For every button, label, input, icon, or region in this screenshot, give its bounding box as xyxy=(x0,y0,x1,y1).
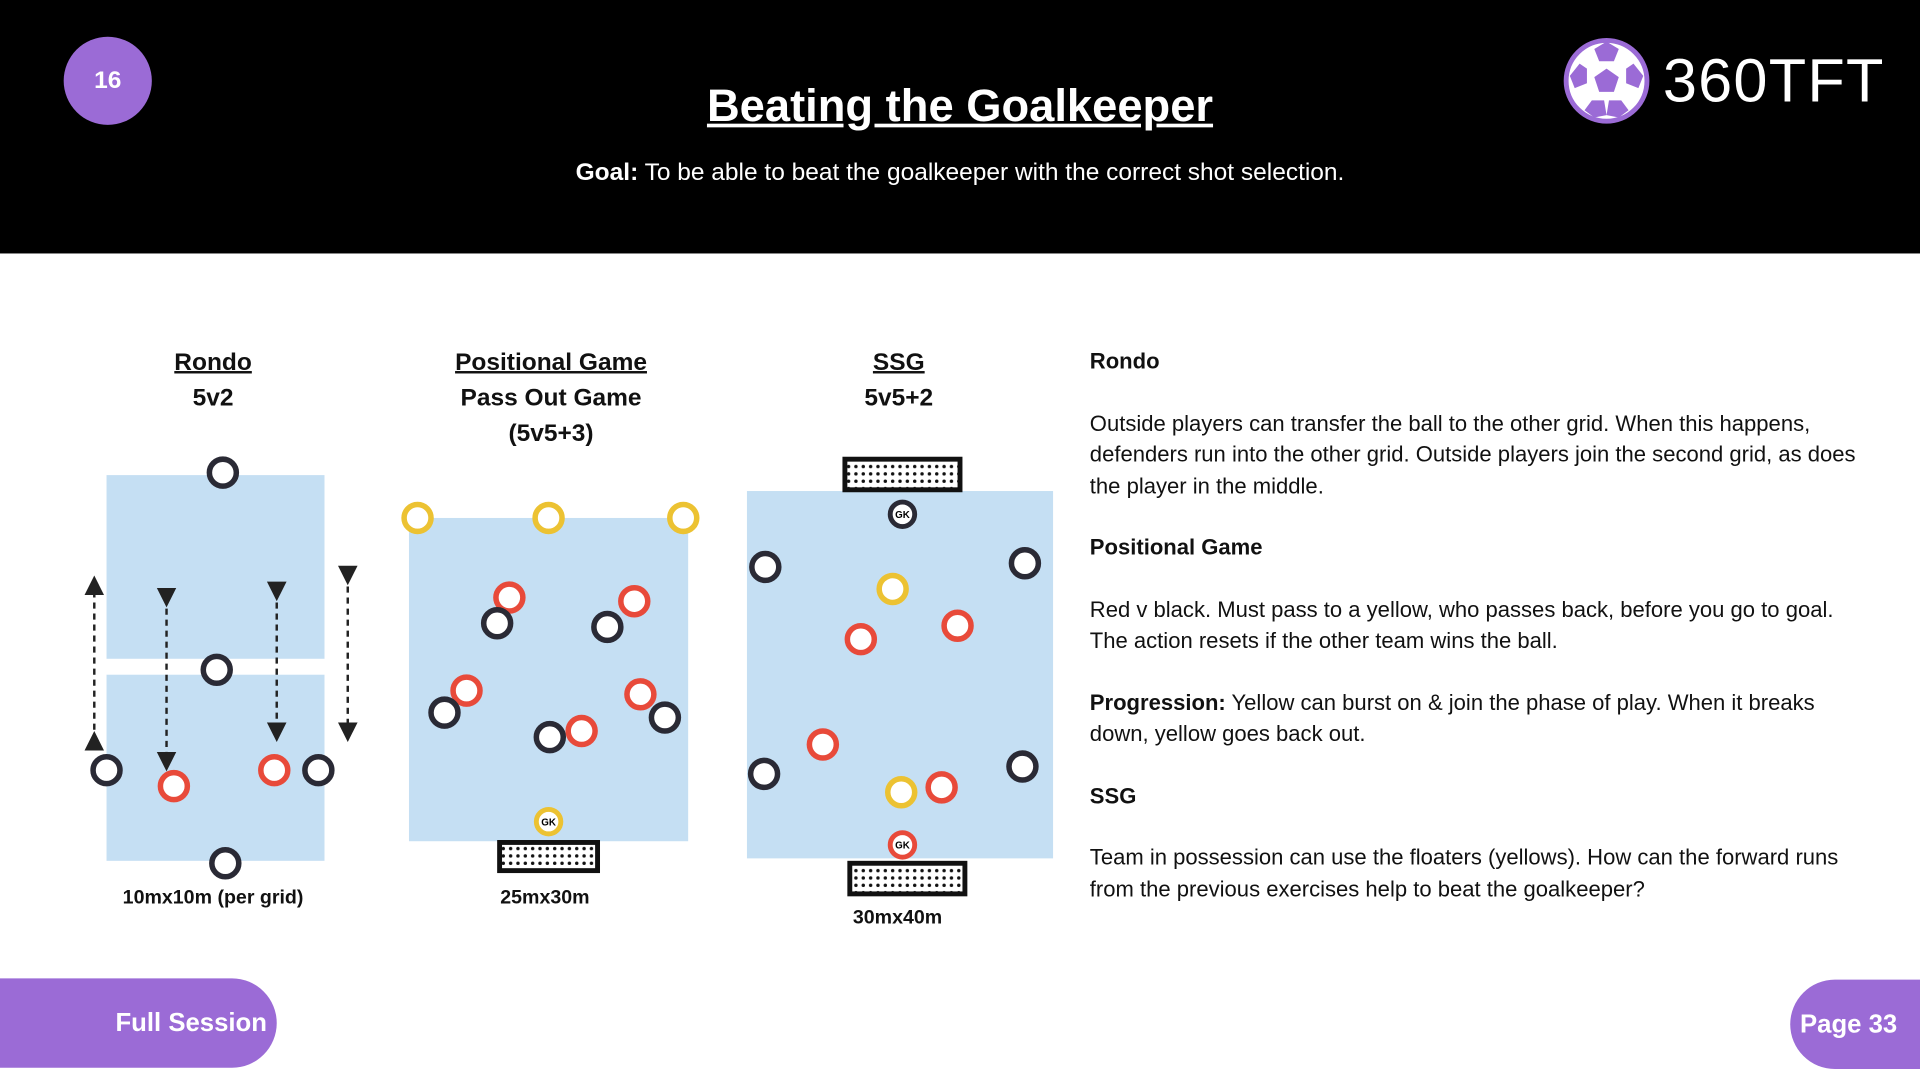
player-red xyxy=(157,769,191,803)
player-yellow xyxy=(532,501,565,535)
player-yellow xyxy=(885,776,918,809)
player-yellow xyxy=(401,501,434,535)
player-red xyxy=(925,771,958,804)
player-black xyxy=(1008,547,1042,580)
player-black xyxy=(747,757,781,791)
progression-text: Yellow can burst on & join the phase of … xyxy=(1089,690,1815,746)
ssg-heading: SSG 5v5+2 xyxy=(789,345,1009,416)
ssg-notes: Team in possession can use the floaters … xyxy=(1089,844,1839,901)
logo: 360TFT xyxy=(1562,37,1884,125)
goal-text: To be able to beat the goalkeeper with t… xyxy=(638,159,1345,187)
rondo-subtitle: 5v2 xyxy=(192,384,234,412)
player-yellow xyxy=(876,572,909,606)
page-title: Beating the Goalkeeper xyxy=(706,80,1214,132)
positional-notes-heading: Positional Game xyxy=(1089,535,1263,560)
player-black xyxy=(1006,750,1039,783)
player-black xyxy=(302,753,335,787)
goal-icon xyxy=(847,860,968,897)
player-black xyxy=(90,753,123,787)
rondo-grid-bottom xyxy=(106,674,325,861)
positional-notes: Red v black. Must pass to a yellow, who … xyxy=(1089,596,1834,653)
player-red xyxy=(450,674,483,707)
ssg-notes-heading: SSG xyxy=(1089,783,1137,808)
player-black xyxy=(206,456,240,489)
goal-icon xyxy=(842,456,963,493)
player-black xyxy=(428,696,461,729)
player-red xyxy=(624,678,657,711)
goalkeeper-black: GK xyxy=(887,499,918,529)
logo-text: 360TFT xyxy=(1662,46,1885,116)
progression-label: Progression: xyxy=(1089,690,1226,715)
session-notes: Rondo Outside players can transfer the b… xyxy=(1090,347,1874,936)
player-black xyxy=(480,607,514,640)
rondo-title: Rondo xyxy=(174,348,252,376)
positional-title: Positional Game xyxy=(455,348,647,376)
ssg-subtitle: 5v5+2 xyxy=(864,384,934,412)
rondo-notes-heading: Rondo xyxy=(1089,348,1160,374)
header-bar: 16 Beating the Goalkeeper Goal: To be ab… xyxy=(0,0,1920,254)
player-red xyxy=(618,585,651,618)
goalkeeper-red: GK xyxy=(887,830,918,860)
goalkeeper-yellow: GK xyxy=(533,806,564,837)
player-red xyxy=(806,728,840,761)
player-black xyxy=(648,701,682,734)
player-black xyxy=(209,847,242,880)
player-black xyxy=(533,720,567,754)
positional-heading: Positional Game Pass Out Game (5v5+3) xyxy=(416,345,685,452)
progression-notes: Progression: Yellow can burst on & join … xyxy=(1090,688,1874,750)
ssg-dimensions: 30mx40m xyxy=(852,907,943,929)
positional-dimensions: 25mx30m xyxy=(500,887,590,909)
rondo-notes: Outside players can transfer the ball to… xyxy=(1089,410,1856,498)
full-session-button[interactable]: Full Session xyxy=(0,978,277,1068)
player-red xyxy=(941,609,974,642)
gk-label: GK xyxy=(895,510,910,521)
player-red xyxy=(565,714,598,748)
page-number-badge: Page 33 xyxy=(1790,979,1920,1069)
positional-subtitle: Pass Out Game xyxy=(460,384,642,412)
rondo-dimensions: 10mx10m (per grid) xyxy=(122,887,304,909)
ssg-title: SSG xyxy=(872,348,925,376)
player-black xyxy=(749,550,782,584)
soccer-ball-icon xyxy=(1563,37,1650,124)
player-red xyxy=(844,622,878,656)
player-red xyxy=(258,753,291,787)
goal-statement: Goal: To be able to beat the goalkeeper … xyxy=(0,159,1920,187)
player-black xyxy=(591,610,624,644)
goal-icon xyxy=(497,840,601,874)
player-black xyxy=(200,653,233,687)
player-red xyxy=(493,581,526,614)
rondo-grid-top xyxy=(106,475,325,659)
goal-label: Goal: xyxy=(575,159,639,187)
positional-subtitle-2: (5v5+3) xyxy=(508,420,594,447)
gk-label: GK xyxy=(895,841,910,852)
player-yellow xyxy=(667,501,700,535)
slide-number-badge: 16 xyxy=(63,36,152,125)
rondo-heading: Rondo 5v2 xyxy=(103,345,323,416)
gk-label: GK xyxy=(541,817,556,828)
